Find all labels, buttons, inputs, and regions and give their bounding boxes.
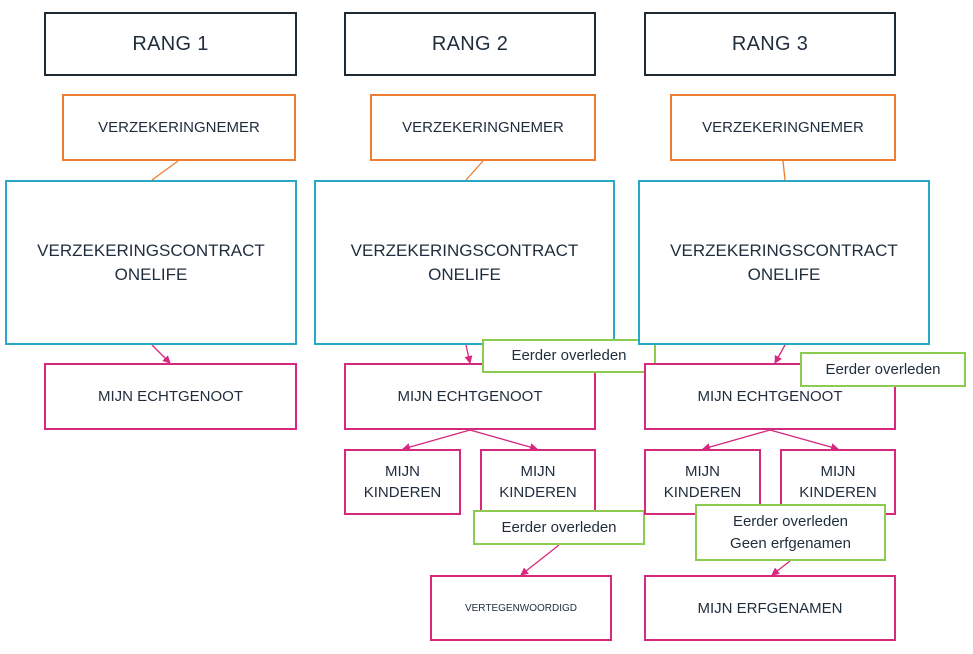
rang-2-final: VERTEGENWOORDIGD [430, 575, 612, 641]
rang-3-spouse-note: Eerder overleden [800, 352, 966, 387]
rang-2-child-2: MIJN KINDEREN [480, 449, 596, 515]
rang-3-header: RANG 3 [644, 12, 896, 76]
spouse-children-arrow-2b [469, 429, 538, 451]
rang-2-holder: VERZEKERINGNEMER [370, 94, 596, 161]
contract-spouse-arrow-2 [464, 344, 473, 364]
rang-2-children-note: Eerder overleden [473, 510, 645, 545]
children-final-arrow-2 [520, 544, 560, 576]
holder-contract-line-2 [465, 160, 484, 181]
children-final-arrow-3 [771, 560, 791, 576]
spouse-children-arrow-2a [402, 429, 471, 451]
rang-1-spouse: MIJN ECHTGENOOT [44, 363, 297, 430]
spouse-children-arrow-3b [769, 429, 839, 451]
rang-2-spouse-note: Eerder overleden [482, 339, 656, 373]
contract-spouse-arrow-1 [151, 344, 171, 364]
rang-3-children-note: Eerder overleden Geen erfgenamen [695, 504, 886, 561]
holder-contract-line-3 [782, 160, 786, 181]
rang-3-holder: VERZEKERINGNEMER [670, 94, 896, 161]
holder-contract-line-1 [151, 160, 179, 181]
rang-2-spouse: MIJN ECHTGENOOT [344, 363, 596, 430]
rang-3-final: MIJN ERFGENAMEN [644, 575, 896, 641]
contract-spouse-arrow-3 [774, 344, 786, 364]
rang-2-contract: VERZEKERINGSCONTRACT ONELIFE [314, 180, 615, 345]
rang-1-holder: VERZEKERINGNEMER [62, 94, 296, 161]
rang-1-contract: VERZEKERINGSCONTRACT ONELIFE [5, 180, 297, 345]
rang-1-header: RANG 1 [44, 12, 297, 76]
spouse-children-arrow-3a [702, 429, 771, 451]
rang-3-contract: VERZEKERINGSCONTRACT ONELIFE [638, 180, 930, 345]
rang-3-spouse: MIJN ECHTGENOOT [644, 363, 896, 430]
rang-2-header: RANG 2 [344, 12, 596, 76]
rang-2-child-1: MIJN KINDEREN [344, 449, 461, 515]
